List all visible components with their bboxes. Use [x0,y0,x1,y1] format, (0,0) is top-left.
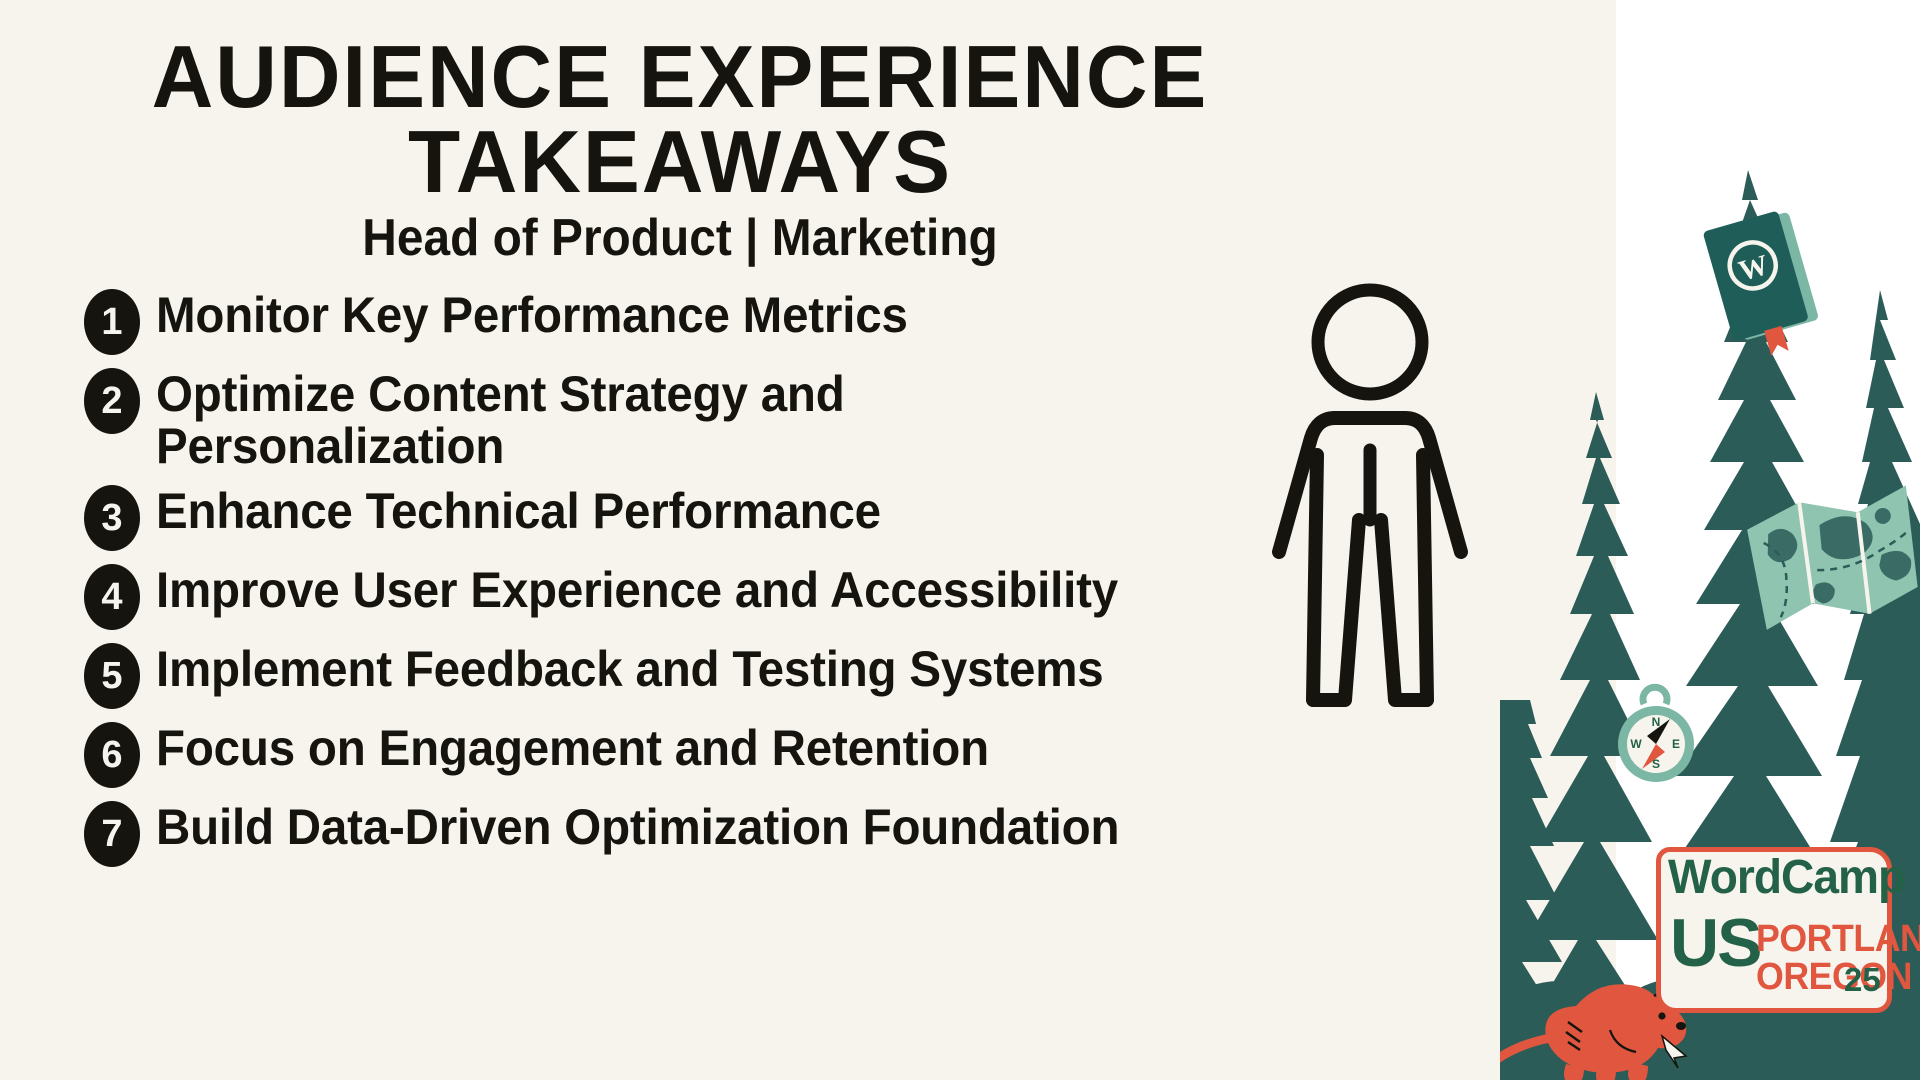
compass-west-label: W [1630,737,1642,751]
forest-artwork: W [1500,0,1920,1080]
slide-content: AUDIENCE EXPERIENCE TAKEAWAYS Head of Pr… [84,33,1264,876]
folded-map-icon [1747,485,1918,630]
list-item-label: Monitor Key Performance Metrics [156,287,908,343]
list-item-label: Implement Feedback and Testing Systems [156,641,1104,697]
wordcamp-us-logo: WordCamp US PORTLAND OREGON 25 [1656,847,1920,1013]
compass-north-label: N [1652,715,1661,729]
compass-icon: N E S W [1618,683,1694,782]
list-item-label: Build Data-Driven Optimization Foundatio… [156,799,1120,855]
slide-background [0,0,1616,1080]
takeaways-list: 1 Monitor Key Performance Metrics 2 Opti… [84,285,1264,876]
slide-subtitle: Head of Product | Marketing [362,209,998,267]
logo-year-text: 25 [1844,961,1881,998]
title-line-2: TAKEAWAYS [408,112,952,212]
compass-south-label: S [1652,757,1660,771]
list-item-label: Focus on Engagement and Retention [156,720,989,776]
list-item: 7 Build Data-Driven Optimization Foundat… [84,797,1264,867]
page-title: AUDIENCE EXPERIENCE TAKEAWAYS [117,33,1242,212]
list-number-badge: 6 [84,722,140,788]
list-number-badge: 7 [84,801,140,867]
list-number-badge: 1 [84,289,140,355]
list-item-label: Improve User Experience and Accessibilit… [156,562,1119,618]
logo-state-text: OREGON [1756,956,1912,998]
wordpress-book-icon: W [1703,211,1818,356]
list-item: 2 Optimize Content Strategy and Personal… [84,364,1264,472]
list-item-label: Enhance Technical Performance [156,483,881,539]
list-item: 6 Focus on Engagement and Retention [84,718,1264,788]
beaver-icon [1500,984,1688,1080]
list-item: 3 Enhance Technical Performance [84,481,1264,551]
list-item: 1 Monitor Key Performance Metrics [84,285,1264,355]
list-number-badge: 4 [84,564,140,630]
person-silhouette-icon [1255,280,1485,750]
list-item: 5 Implement Feedback and Testing Systems [84,639,1264,709]
logo-city-text: PORTLAND [1756,918,1920,960]
list-number-badge: 3 [84,485,140,551]
logo-wordcamp-text: WordCamp [1668,851,1906,904]
list-number-badge: 2 [84,368,140,434]
logo-plate [1656,847,1892,1013]
logo-us-text: US [1670,905,1762,981]
title-line-1: AUDIENCE EXPERIENCE [151,27,1209,126]
list-item-label: Optimize Content Strategy and Personaliz… [156,366,845,474]
compass-east-label: E [1672,737,1680,751]
list-item: 4 Improve User Experience and Accessibil… [84,560,1264,630]
list-number-badge: 5 [84,643,140,709]
